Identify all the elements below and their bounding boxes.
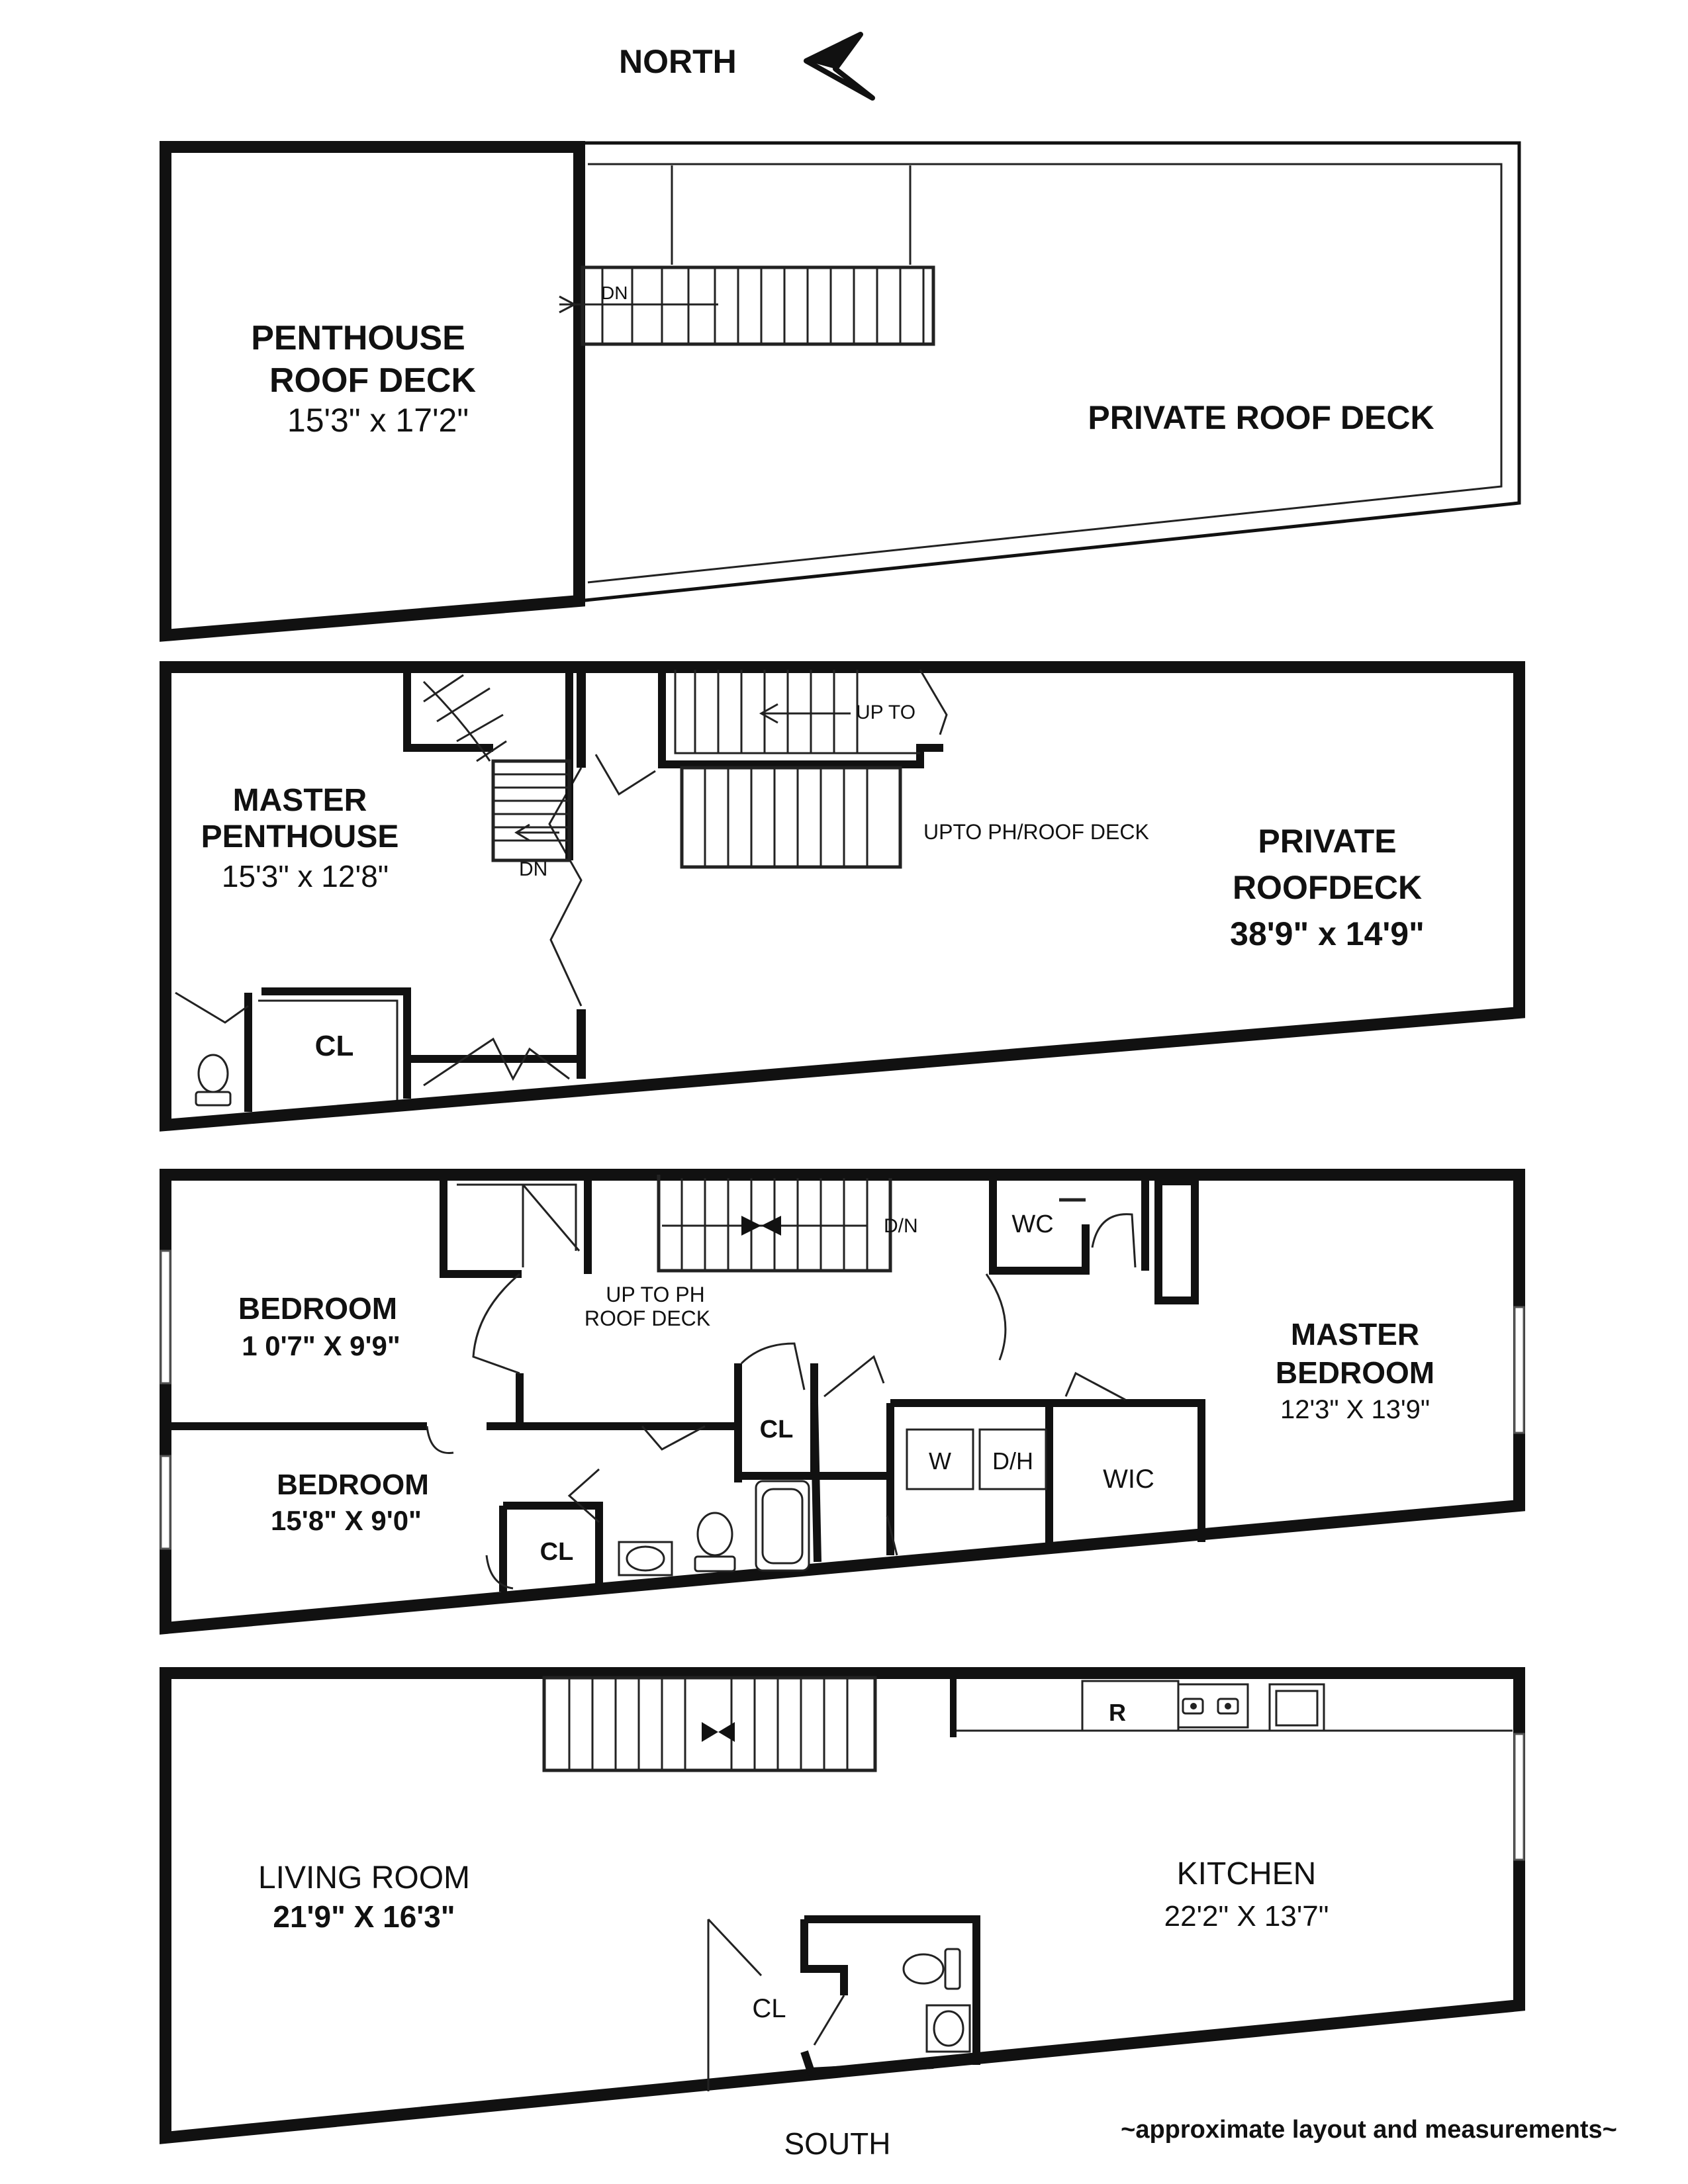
window	[160, 1455, 171, 1550]
door-swing	[472, 1273, 520, 1375]
penthouse-level-plan: DN UP TO UPTO PH/ROOF DECK	[160, 661, 1525, 1132]
door-swing	[886, 1515, 898, 1556]
penthouse-level-walls	[160, 661, 1525, 1132]
window	[160, 1250, 171, 1385]
kitchen-name: KITCHEN	[1177, 1856, 1317, 1891]
master-bedroom-name: BEDROOM	[1276, 1355, 1434, 1390]
bedroom-2-dims: 15'8" X 9'0"	[271, 1505, 422, 1536]
private-roof-deck-outline	[579, 141, 1521, 603]
ground-stair	[542, 1676, 877, 1772]
master-penthouse-dims: 15'3" x 12'8"	[222, 859, 389, 893]
penthouse-stair	[403, 667, 573, 862]
wic-label: WIC	[1103, 1465, 1154, 1494]
bathtub-icon	[755, 1480, 810, 1572]
ground-closet-label: CL	[752, 1994, 786, 2023]
refrigerator-label: R	[1109, 1699, 1126, 1726]
private-roof-deck-name: PRIVATE ROOF DECK	[1088, 399, 1434, 436]
roof-stair	[559, 265, 935, 346]
door-swing	[426, 1426, 454, 1454]
stair-up-to-label: UP TO	[856, 702, 915, 723]
north-label: NORTH	[619, 43, 737, 80]
bedroom-level-plan: D/N UP TO PH ROOF DECK	[160, 1169, 1525, 1635]
south-label: SOUTH	[784, 2126, 891, 2161]
master-bedroom-dims: 12'3" X 13'9"	[1280, 1395, 1430, 1424]
stair-up-to-ph-label: UPTO PH/ROOF DECK	[923, 820, 1149, 844]
window	[1513, 1733, 1525, 1861]
penthouse-bath-closet	[175, 987, 579, 1112]
bedroom-1-name: BEDROOM	[238, 1291, 397, 1326]
door-swing	[985, 1273, 1007, 1361]
washer-label: W	[929, 1447, 951, 1475]
washer-icon	[906, 1428, 974, 1490]
private-roofdeck-name: ROOFDECK	[1233, 869, 1422, 906]
toilet-icon	[195, 1054, 232, 1107]
penthouse-roof-deck-dims: 15'3" x 17'2"	[287, 402, 469, 439]
bedroom-stair-dn-label: D/N	[884, 1215, 918, 1237]
master-bedroom-name: MASTER	[1291, 1317, 1419, 1351]
closet-label: CL	[760, 1416, 794, 1443]
sink-icon	[925, 2004, 971, 2053]
sink-icon	[618, 1541, 673, 1576]
penthouse-stair-dn-label: DN	[519, 858, 547, 880]
kitchen-counter	[950, 1678, 1513, 1737]
compass: NORTH	[619, 32, 875, 101]
dryer-label: D/H	[992, 1447, 1033, 1475]
bedroom-stair	[657, 1175, 892, 1273]
master-penthouse-name: PENTHOUSE	[201, 819, 399, 854]
roof-stair-dn-label: DN	[601, 283, 628, 303]
door-swing	[813, 1995, 845, 2046]
north-arrow-icon	[804, 32, 875, 101]
bedroom-stair-up-label: ROOF DECK	[585, 1306, 710, 1330]
bedroom-1-dims: 1 0'7" X 9'9"	[242, 1330, 400, 1361]
toilet-icon	[694, 1512, 736, 1572]
door-swing	[823, 1355, 885, 1398]
penthouse-roof-deck-name: PENTHOUSE	[251, 319, 465, 357]
powder-room	[707, 1915, 980, 2091]
living-room-dims: 21'9" X 16'3"	[273, 1899, 455, 1934]
door-swing	[740, 1342, 806, 1390]
master-penthouse-name: MASTER	[233, 783, 367, 818]
wc-label: WC	[1011, 1210, 1053, 1238]
ground-level-walls	[160, 1667, 1525, 2144]
bedroom-2-name: BEDROOM	[277, 1469, 429, 1501]
private-roofdeck-name: PRIVATE	[1258, 823, 1396, 860]
door-swing	[1091, 1213, 1137, 1268]
window	[1513, 1306, 1525, 1434]
private-roofdeck-dims: 38'9" x 14'9"	[1230, 915, 1425, 952]
closet-label: CL	[540, 1538, 574, 1566]
door-swing	[707, 1918, 763, 1977]
roofdeck-stairs	[594, 669, 948, 869]
door-swing	[485, 1468, 600, 1590]
door-swing	[1064, 1371, 1126, 1401]
ground-level-plan: LIVING ROOM 21'9" X 16'3" KITCHEN 22'2" …	[160, 1667, 1525, 2144]
penthouse-closet-label: CL	[315, 1030, 354, 1062]
footnote: ~approximate layout and measurements~	[1121, 2116, 1617, 2144]
living-room-name: LIVING ROOM	[258, 1860, 470, 1895]
toilet-icon	[902, 1948, 961, 1990]
roof-level-plan: DN PENTHOUSE ROOF DECK 15'3" x 17'2" PRI…	[160, 141, 1521, 642]
penthouse-roof-deck-name: ROOF DECK	[269, 361, 476, 400]
bedroom-stair-up-label: UP TO PH	[606, 1283, 704, 1306]
kitchen-dims: 22'2" X 13'7"	[1164, 1900, 1329, 1933]
dryer-icon	[978, 1428, 1047, 1490]
roof-deck-railing	[587, 163, 1503, 584]
door-swing	[641, 1425, 706, 1451]
bifold-door	[548, 767, 583, 1007]
